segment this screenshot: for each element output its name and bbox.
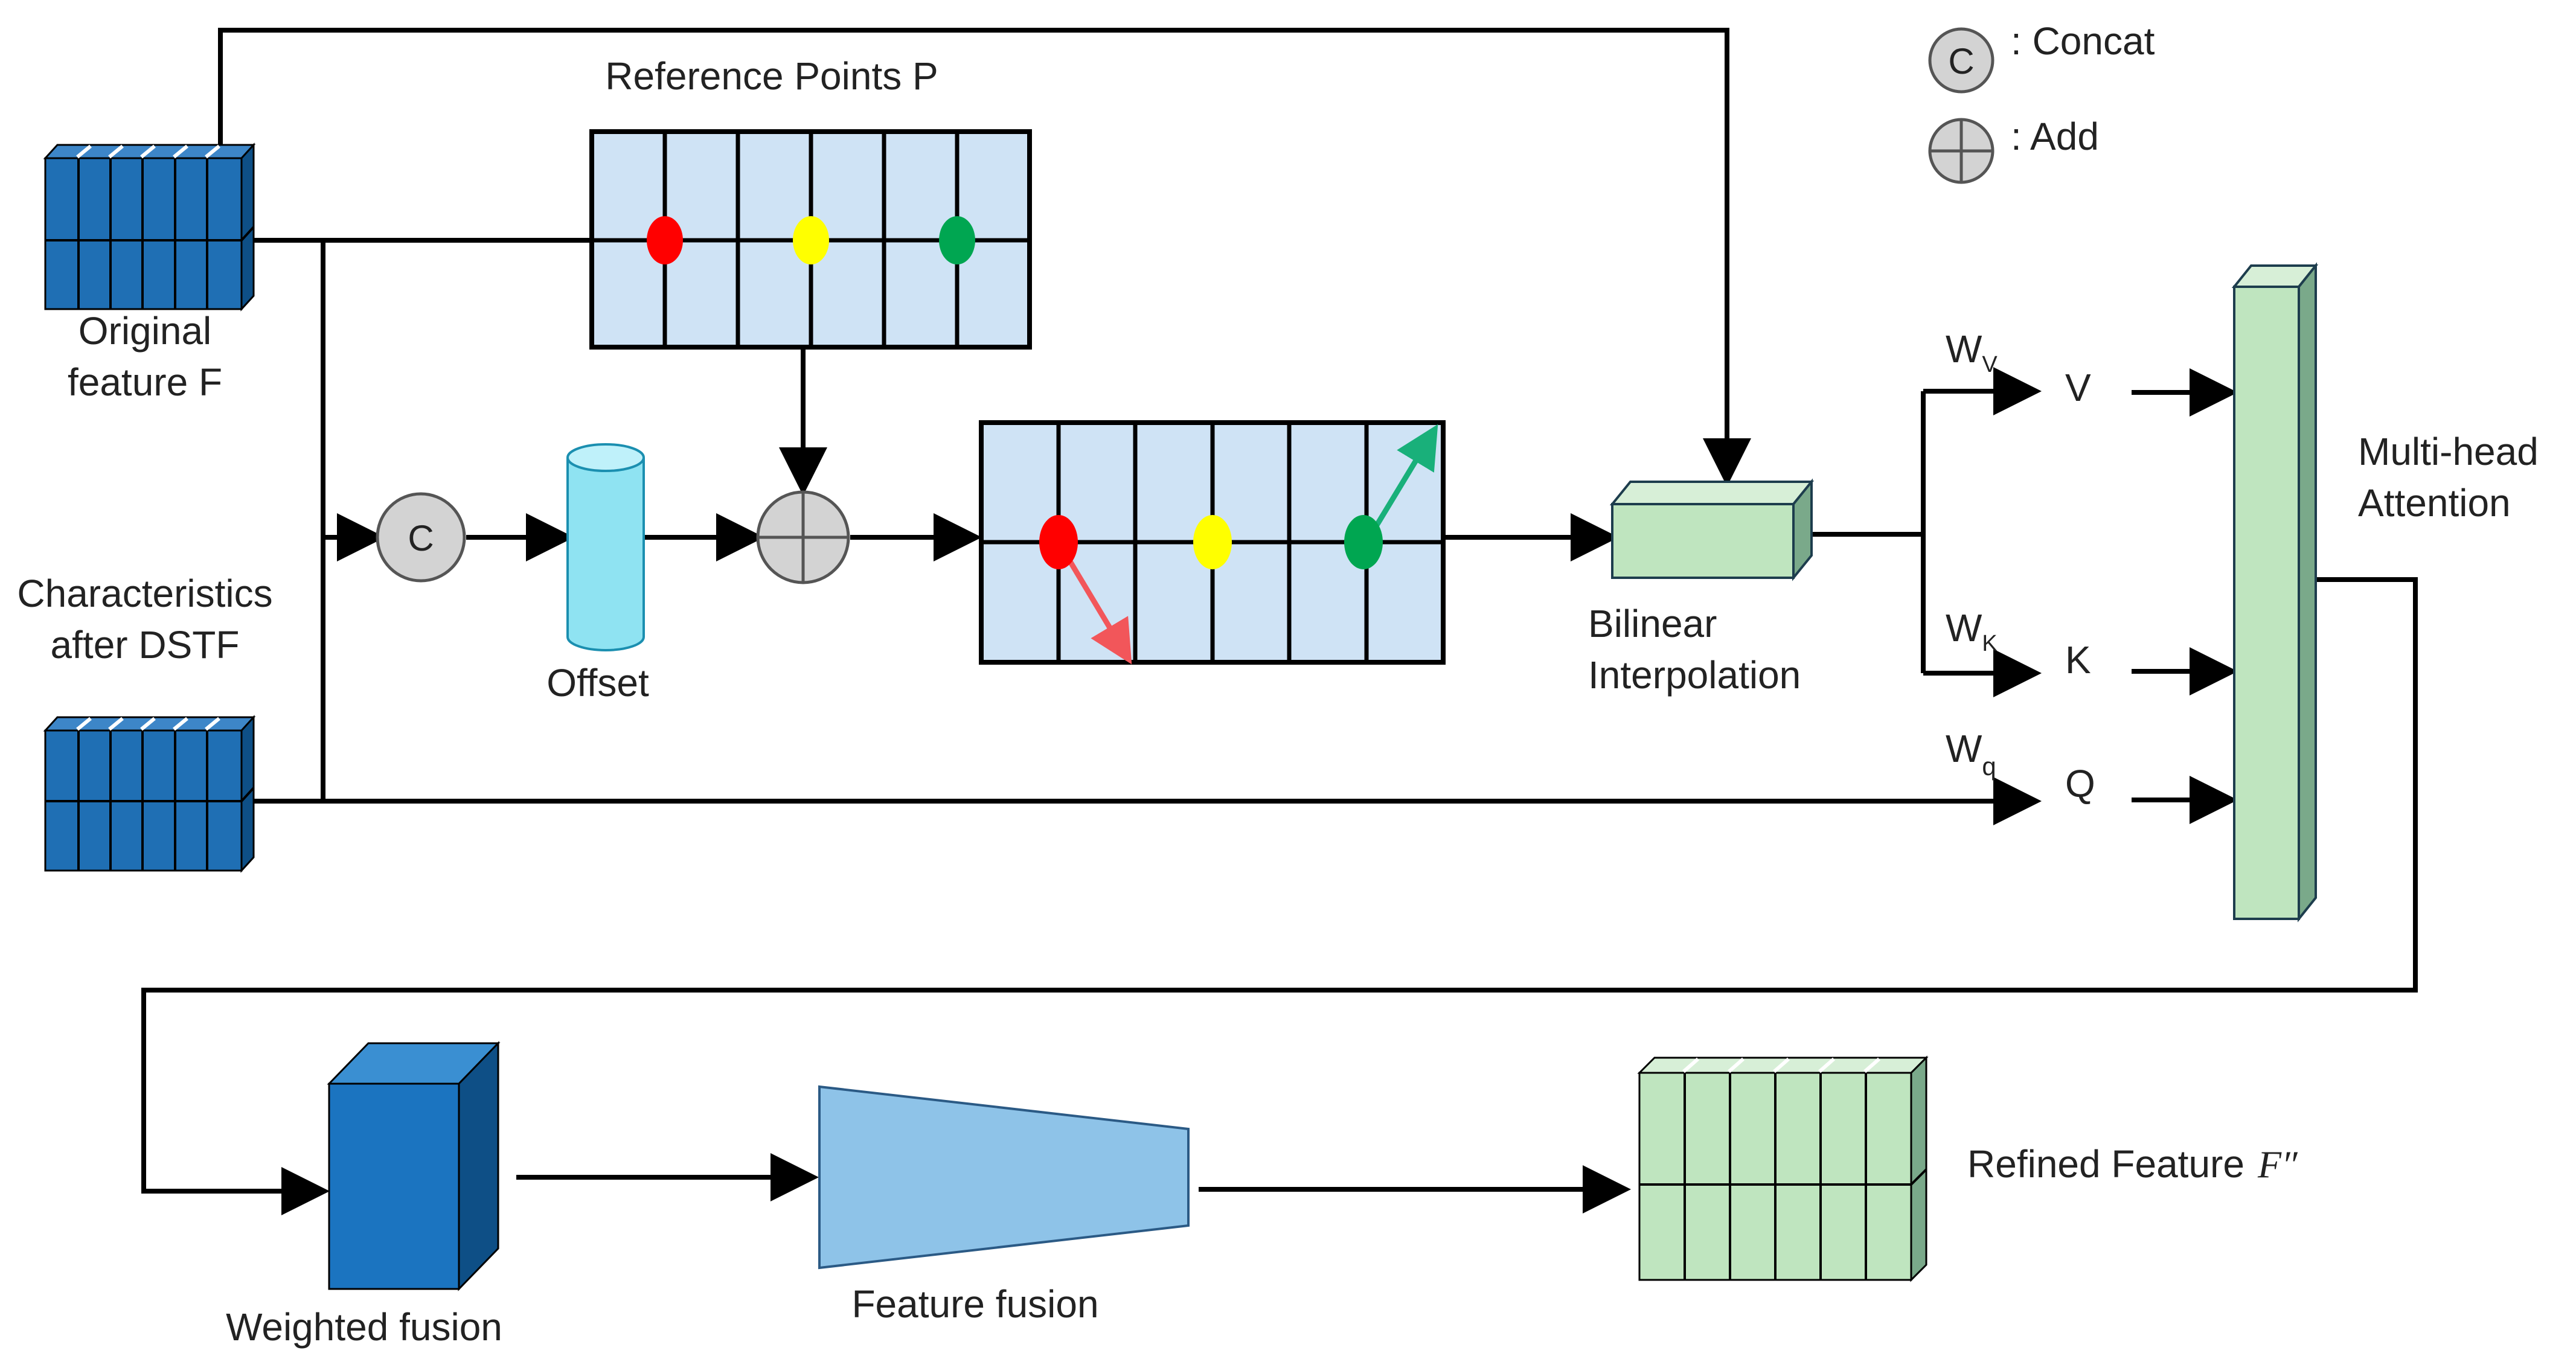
bilinear-label-1: Bilinear [1588, 602, 1717, 645]
mha-label-2: Attention [2358, 481, 2511, 525]
q-label: Q [2065, 762, 2095, 805]
reference-point-yellow [793, 216, 829, 264]
characteristics-block [43, 715, 256, 873]
legend-concat-label: : Concat [2011, 19, 2155, 63]
feature-fusion-label: Feature fusion [851, 1282, 1098, 1326]
legend: C : Concat : Add [1928, 19, 2155, 184]
attention-to-weighted-arrow [141, 577, 2418, 1215]
characteristics-label-1: Characteristics [17, 572, 272, 615]
offset-cylinder [566, 443, 645, 651]
concat-node-label: C [408, 518, 434, 558]
bilinear-label-2: Interpolation [1588, 653, 1801, 697]
v-label: V [2065, 366, 2091, 409]
weighted-fusion-cube [327, 1041, 501, 1291]
connectors [141, 28, 2418, 1215]
feature-fusion-trapezoid [818, 1085, 1190, 1270]
wq-label: Wq [1946, 727, 1996, 781]
legend-concat-icon: C [1928, 27, 1994, 94]
reference-points-grid [589, 129, 1032, 350]
multi-head-attention-block [2231, 262, 2319, 922]
mha-label-1: Multi-head [2358, 430, 2539, 473]
legend-concat-symbol: C [1948, 41, 1974, 82]
add-node [756, 490, 850, 584]
k-label: K [2065, 638, 2091, 682]
bilinear-interpolation-block [1609, 478, 1815, 581]
legend-add-icon [1928, 118, 1994, 184]
refined-feature-block [1637, 1055, 1929, 1282]
sampling-point-green [1344, 515, 1383, 569]
deformed-sampling-grid [979, 420, 1446, 665]
original-feature-block [43, 142, 256, 312]
original-feature-label-2: feature F [68, 360, 222, 404]
concat-node: C [376, 492, 466, 583]
reference-point-red [647, 216, 683, 264]
legend-add-label: : Add [2011, 115, 2099, 158]
sampling-point-red [1039, 515, 1078, 569]
wk-label: WK [1946, 606, 1998, 656]
reference-points-label: Reference Points P [605, 54, 938, 98]
weighted-fusion-label: Weighted fusion [226, 1305, 502, 1349]
original-feature-label-1: Original [78, 309, 212, 353]
skip-connection-arrow [218, 28, 1751, 487]
characteristics-label-2: after DSTF [51, 623, 240, 667]
offset-label: Offset [546, 661, 649, 705]
sampling-point-yellow [1193, 515, 1232, 569]
reference-point-green [939, 216, 975, 264]
wv-label: WV [1946, 327, 1998, 377]
